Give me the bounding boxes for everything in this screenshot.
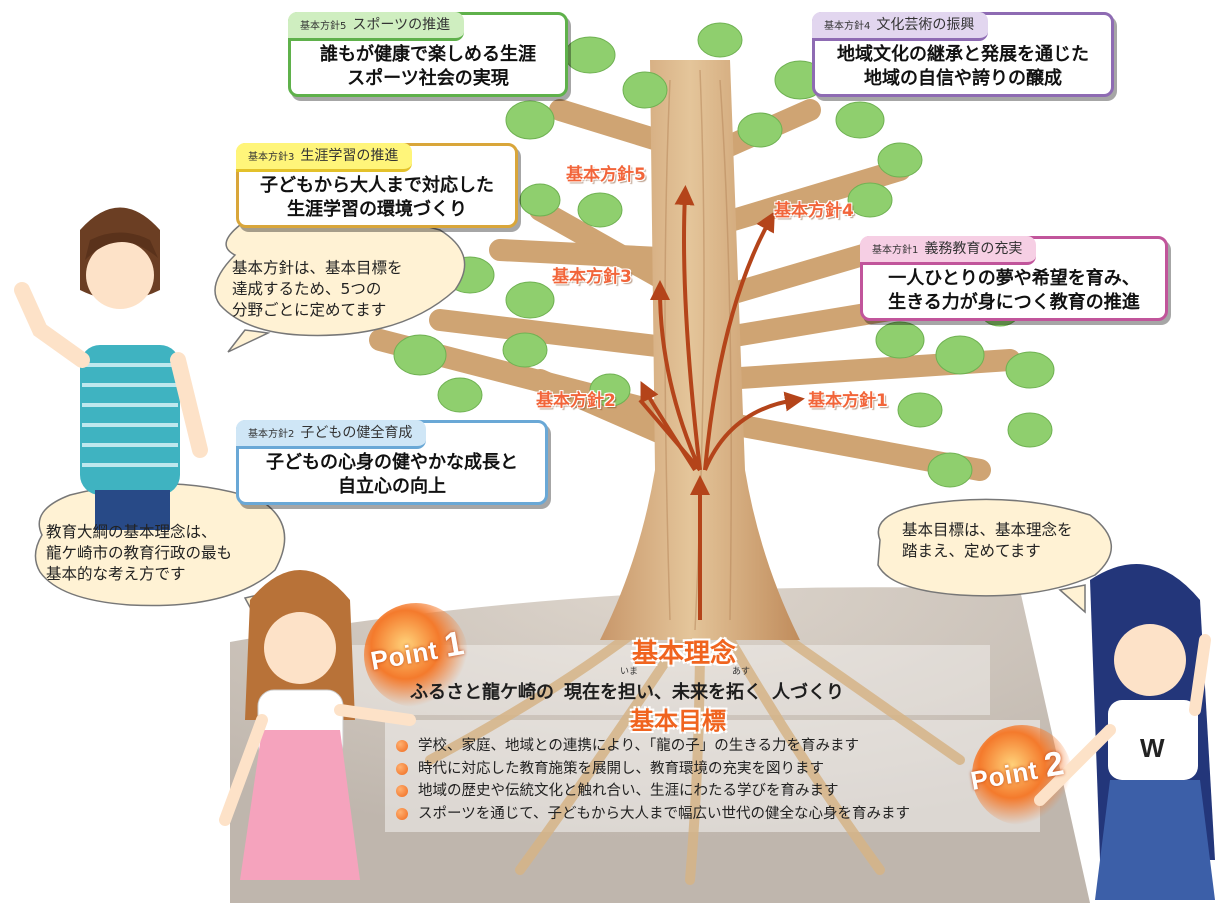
philosophy-part-1: ふるさと龍ケ崎の [410,682,554,703]
goal-text: 時代に対応した教育施策を展開し、教育環境の充実を図ります [418,760,824,777]
policy-4-title: 文化芸術の振興 [876,17,975,33]
goal-text: スポーツを通じて、子どもから大人まで幅広い世代の健全な心身を育みます [418,805,910,822]
policy-4-body: 地域文化の継承と発展を通じた 地域の自信や誇りの醸成 [815,43,1111,91]
policy-card-5: 基本方針5 スポーツの推進 誰もが健康で楽しめる生涯 スポーツ社会の実現 [288,12,568,97]
goal-item: スポーツを通じて、子どもから大人まで幅広い世代の健全な心身を育みます [396,803,1036,826]
bullet-dot-icon [396,740,408,752]
girl-left-bubble-line-2: 龍ケ崎市の教育行政の最も [46,544,233,562]
policy-5-tag: 基本方針5 スポーツの推進 [288,12,465,41]
policy-3-number: 基本方針3 [248,152,295,163]
policy-5-body: 誰もが健康で楽しめる生涯 スポーツ社会の実現 [291,43,565,91]
ruby-asu: あす [732,667,751,677]
boy-bubble-line-2: 達成するため、5つの [232,280,382,298]
goals-title: 基本目標 [630,707,726,735]
branch-label-policy-2: 基本方針2 [536,391,616,411]
policy-3-line-2: 生涯学習の環境づくり [287,199,467,220]
policy-4-line-2: 地域の自信や誇りの醸成 [864,68,1062,89]
policy-3-body: 子どもから大人まで対応した 生涯学習の環境づくり [239,174,515,222]
goals-list: 学校、家庭、地域との連携により、「龍の子」の生きる力を育みます 時代に対応した教… [396,735,1036,825]
policy-1-line-2: 生きる力が身につく教育の推進 [888,292,1140,313]
goal-text: 地域の歴史や伝統文化と触れ合い、生涯にわたる学びを育みます [418,783,839,799]
policy-3-line-1: 子どもから大人まで対応した [260,175,494,196]
girl-right-bubble-line-1: 基本目標は、基本理念を [902,521,1073,539]
speech-bubble-girl-right: 基本目標は、基本理念を 踏まえ、定めてます [902,520,1102,562]
policy-card-4: 基本方針4 文化芸術の振興 地域文化の継承と発展を通じた 地域の自信や誇りの醸成 [812,12,1114,97]
policy-2-title: 子どもの健全育成 [300,425,413,441]
girl-right-bubble-line-2: 踏まえ、定めてます [902,542,1041,560]
ruby-ima: いま [620,667,639,677]
boy-character [14,207,208,530]
policy-1-body: 一人ひとりの夢や希望を育み、 生きる力が身につく教育の推進 [863,267,1165,315]
policy-4-number: 基本方針4 [824,21,871,32]
boy-bubble-line-3: 分野ごとに定めてます [232,301,387,319]
branch-label-policy-4: 基本方針4 [774,201,854,221]
boy-bubble-line-1: 基本方針は、基本目標を [232,259,403,277]
philosophy-statement: ふるさと龍ケ崎の現在を担い、未来を拓く人づくり [410,678,980,704]
policy-5-line-1: 誰もが健康で楽しめる生涯 [320,44,536,65]
policy-5-line-2: スポーツ社会の実現 [347,68,509,89]
policy-1-number: 基本方針1 [872,245,919,256]
policy-2-line-1: 子どもの心身の健やかな成長と [266,452,518,473]
policy-2-number: 基本方針2 [248,429,295,440]
policy-2-line-2: 自立心の向上 [338,476,446,497]
girl-right-character: W [1034,564,1215,900]
girl-left-character [219,570,416,880]
policy-card-2: 基本方針2 子どもの健全育成 子どもの心身の健やかな成長と 自立心の向上 [236,420,548,505]
policy-2-body: 子どもの心身の健やかな成長と 自立心の向上 [239,451,545,499]
policy-1-line-1: 一人ひとりの夢や希望を育み、 [888,268,1140,289]
policy-3-title: 生涯学習の推進 [300,148,399,164]
policy-card-3: 基本方針3 生涯学習の推進 子どもから大人まで対応した 生涯学習の環境づくり [236,143,518,228]
policy-2-tag: 基本方針2 子どもの健全育成 [236,420,427,449]
policy-card-1: 基本方針1 義務教育の充実 一人ひとりの夢や希望を育み、 生きる力が身につく教育の… [860,236,1168,321]
branch-label-policy-1: 基本方針1 [808,391,888,411]
policy-4-tag: 基本方針4 文化芸術の振興 [812,12,989,41]
policy-1-title: 義務教育の充実 [924,241,1023,257]
policy-5-title: スポーツの推進 [352,17,451,33]
policy-3-tag: 基本方針3 生涯学習の推進 [236,143,413,172]
bullet-dot-icon [396,807,408,820]
philosophy-part-2: 現在を担い、未来を拓く [564,682,762,703]
growth-arrows [638,185,805,620]
branch-label-policy-5: 基本方針5 [566,165,646,185]
bullet-dot-icon [396,785,408,797]
speech-bubble-boy: 基本方針は、基本目標を 達成するため、5つの 分野ごとに定めてます [232,258,452,321]
goal-item: 時代に対応した教育施策を展開し、教育環境の充実を図ります [396,758,1036,781]
policy-4-line-1: 地域文化の継承と発展を通じた [837,44,1089,65]
svg-text:W: W [1140,733,1165,763]
philosophy-title: 基本理念 [632,639,737,669]
point-1-orb [364,603,468,707]
speech-bubble-girl-left: 教育大綱の基本理念は、 龍ケ崎市の教育行政の最も 基本的な考え方です [46,522,286,585]
goal-item: 学校、家庭、地域との連携により、「龍の子」の生きる力を育みます [396,735,1036,758]
trunk [600,60,800,640]
girl-left-bubble-line-3: 基本的な考え方です [46,565,186,583]
girl-left-bubble-line-1: 教育大綱の基本理念は、 [46,523,217,541]
goal-item: 地域の歴史や伝統文化と触れ合い、生涯にわたる学びを育みます [396,780,1036,803]
branch-label-policy-3: 基本方針3 [552,267,632,287]
bullet-dot-icon [396,762,408,775]
goal-text: 学校、家庭、地域との連携により、「龍の子」の生きる力を育みます [418,738,859,754]
policy-5-number: 基本方針5 [300,21,347,32]
philosophy-part-3: 人づくり [772,682,844,703]
policy-1-tag: 基本方針1 義務教育の充実 [860,236,1037,265]
